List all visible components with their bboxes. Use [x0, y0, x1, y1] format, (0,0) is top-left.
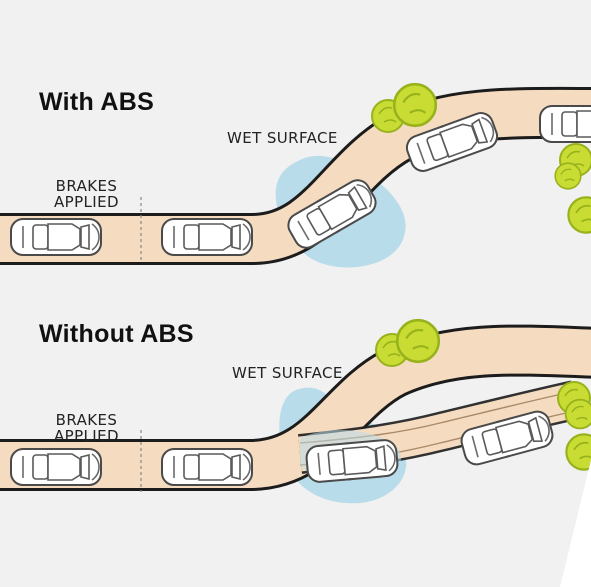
brakes-label-line2: APPLIED: [54, 193, 119, 211]
brakes-label-line1: BRAKES: [55, 177, 118, 195]
car-icon: [10, 217, 102, 257]
brakes-applied-label: BRAKES APPLIED: [54, 412, 119, 444]
with-abs-title: With ABS: [39, 88, 155, 116]
road: [0, 324, 591, 491]
wet-surface-label: WET SURFACE: [232, 364, 343, 382]
car-icon: [10, 447, 102, 487]
car-icon: [161, 217, 253, 257]
brakes-applied-label: BRAKES APPLIED: [54, 178, 119, 210]
car-icon: [539, 104, 591, 144]
brakes-label-line2: APPLIED: [54, 427, 119, 445]
page-edge: [560, 460, 591, 587]
panel-without-abs: [0, 318, 591, 587]
without-abs-title: Without ABS: [39, 320, 194, 348]
car-icon: [304, 437, 400, 485]
car-icon: [161, 447, 253, 487]
brakes-label-line1: BRAKES: [55, 411, 118, 429]
panel-with-abs: [0, 82, 591, 268]
wet-surface-label: WET SURFACE: [227, 129, 338, 147]
